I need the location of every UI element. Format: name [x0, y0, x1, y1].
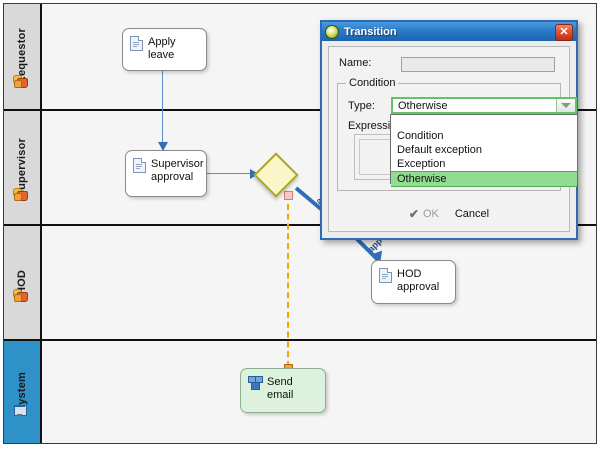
dropdown-option-condition[interactable]: Condition	[397, 130, 444, 142]
document-icon	[379, 268, 392, 283]
type-dropdown-list[interactable]: Condition Default exception Exception Ot…	[390, 114, 578, 187]
dialog-body: Name: Condition Type: Otherwise Expressi…	[328, 46, 578, 232]
connector-supervisor-to-decision[interactable]	[206, 173, 254, 174]
person-icon	[13, 187, 28, 201]
person-icon	[13, 288, 28, 302]
close-icon[interactable]: ✕	[555, 24, 573, 41]
lane-label-system: System	[16, 371, 28, 413]
task-node-send-email[interactable]: Send email	[240, 368, 326, 413]
ok-button[interactable]: ✔ OK	[409, 207, 439, 221]
lane-header-system[interactable]: System	[4, 341, 42, 443]
lane-label-hod: HOD	[16, 269, 28, 296]
task-node-apply-leave[interactable]: Apply leave	[122, 28, 207, 71]
task-node-supervisor-approval[interactable]: Supervisor approval	[125, 150, 207, 197]
condition-group-title: Condition	[346, 77, 399, 89]
type-select[interactable]: Otherwise	[391, 97, 577, 114]
connector-anchor-top[interactable]	[284, 191, 293, 200]
lane-label-requestor: Requestor	[16, 28, 28, 85]
node-label: HOD approval	[397, 268, 440, 293]
document-icon	[133, 158, 146, 173]
name-label: Name:	[339, 57, 372, 69]
node-content: Send email	[248, 376, 320, 402]
dropdown-option-otherwise[interactable]: Otherwise	[391, 171, 577, 187]
lane-label-supervisor: Supervisor	[16, 137, 28, 198]
dialog-button-row: ✔ OK Cancel	[329, 205, 569, 223]
swimlane-hod[interactable]: HOD	[4, 226, 596, 341]
node-content: Apply leave	[130, 36, 201, 62]
name-row: Name:	[339, 57, 559, 73]
document-icon	[130, 36, 143, 51]
system-icon	[13, 404, 27, 417]
dialog-titlebar[interactable]: Transition ✕	[322, 22, 576, 41]
connector-apply-to-supervisor[interactable]	[162, 70, 163, 145]
connector-decision-to-send-email[interactable]	[287, 194, 289, 367]
type-select-value: Otherwise	[398, 99, 448, 112]
cancel-button[interactable]: Cancel	[455, 208, 489, 220]
node-content: HOD approval	[379, 268, 450, 294]
check-icon: ✔	[408, 207, 419, 221]
dialog-title: Transition	[344, 25, 397, 38]
node-label: Apply leave	[148, 36, 176, 61]
ok-button-label: OK	[422, 208, 439, 220]
type-label: Type:	[348, 100, 375, 112]
node-label: Supervisor approval	[151, 158, 204, 183]
lane-header-supervisor[interactable]: Supervisor	[4, 111, 42, 224]
name-input[interactable]	[401, 57, 555, 72]
cancel-button-label: Cancel	[454, 208, 490, 220]
dropdown-option-default-exception[interactable]: Default exception	[397, 144, 482, 156]
mail-icon	[248, 376, 263, 390]
chevron-down-icon[interactable]	[556, 99, 575, 112]
task-node-hod-approval[interactable]: HOD approval	[371, 260, 456, 304]
node-label: Send email	[267, 376, 294, 401]
person-icon	[13, 74, 28, 88]
transition-icon	[325, 24, 339, 39]
condition-group: Condition Type: Otherwise Expression: Co…	[337, 77, 578, 191]
lane-header-requestor[interactable]: Requestor	[4, 4, 42, 109]
lane-header-hod[interactable]: HOD	[4, 226, 42, 339]
transition-dialog[interactable]: Transition ✕ Name: Condition Type: Other…	[320, 20, 578, 240]
arrowhead-icon	[158, 142, 168, 151]
dropdown-option-exception[interactable]: Exception	[397, 158, 446, 170]
node-content: Supervisor approval	[133, 158, 204, 184]
dropdown-option-blank[interactable]	[391, 115, 577, 129]
